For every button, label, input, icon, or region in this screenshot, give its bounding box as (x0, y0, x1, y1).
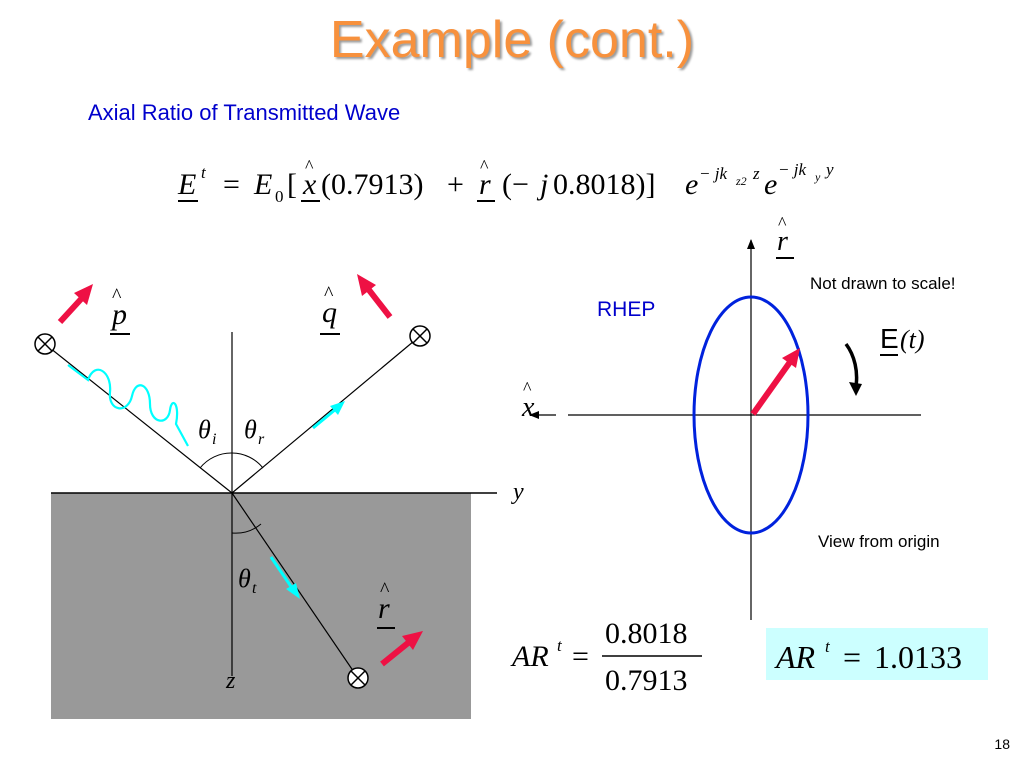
theta-t-sub: t (252, 580, 257, 597)
y-axis-label: y (511, 479, 524, 505)
ar-lhs: AR (510, 640, 549, 673)
into-page-symbol-transmitted-icon (347, 667, 369, 689)
eq-j: j (536, 168, 548, 201)
axial-ratio-result-box (766, 628, 988, 680)
ar-denominator: 0.7913 (605, 664, 688, 697)
eq-xhat: x (302, 168, 317, 201)
eq-exp1-base: e (685, 168, 698, 201)
ar-result-value: 1.0133 (874, 639, 962, 675)
r-label: r (378, 592, 390, 625)
ar-numerator: 0.8018 (605, 617, 688, 650)
eq-r-coef-open: (− (502, 168, 529, 201)
eq-xhat-hat: ^ (305, 156, 314, 176)
view-from-origin-note: View from origin (818, 532, 940, 551)
not-to-scale-note: Not drawn to scale! (810, 274, 956, 293)
x-axis-label: x (521, 392, 535, 423)
eq-exp2-sub: y (814, 170, 821, 184)
q-label: q (322, 296, 337, 329)
field-vector-arrow-icon (750, 348, 800, 416)
x-axis-hat: ^ (523, 378, 532, 398)
eq-exp1-z: z (752, 164, 760, 183)
p-label: p (110, 298, 127, 331)
z-axis-label: z (225, 668, 236, 694)
ar-result-equals: = (843, 639, 861, 675)
polarization-ellipse (692, 295, 810, 535)
eq-plus: + (447, 168, 464, 201)
into-page-symbol-incident-icon (34, 333, 56, 355)
eq-exp1-sub: z2 (735, 174, 747, 188)
transmitted-direction-icon (269, 556, 300, 599)
rotation-direction-arrow-icon (844, 342, 862, 396)
field-label: E (880, 323, 899, 354)
page-title: Example (cont.) (329, 11, 695, 69)
eq-lhs: E (177, 168, 196, 201)
eq-bracket-open: [ (287, 168, 297, 201)
eq-x-coef: (0.7913) (321, 168, 423, 201)
ar-result-sup: t (825, 637, 831, 656)
theta-i-sub: i (212, 431, 216, 448)
theta-t-arc (231, 523, 262, 534)
into-page-symbol-reflected-icon (409, 325, 431, 347)
theta-t-label: θ (238, 564, 251, 593)
p-polarization-arrow-icon (57, 284, 93, 325)
rhep-label: RHEP (597, 298, 655, 321)
theta-r-label: θ (244, 415, 257, 444)
reflected-direction-icon (312, 401, 345, 430)
r-axis-label: r (777, 226, 788, 257)
r-axis-hat: ^ (778, 213, 787, 233)
eq-exp1: − jk (699, 164, 727, 183)
q-polarization-arrow-icon (357, 274, 393, 319)
incident-ray (44, 343, 233, 494)
eq-e0-sub: 0 (275, 187, 284, 206)
eq-r-coef-close: 0.8018)] (553, 168, 655, 201)
p-hat: ^ (112, 285, 122, 307)
reflection-transmission-diagram: p ^ q ^ θ i θ r θ t y z r ^ (34, 274, 524, 719)
theta-r-sub: r (258, 431, 265, 448)
ar-equals: = (572, 640, 589, 673)
slide-number: 18 (994, 736, 1010, 752)
axial-ratio-result: AR t = 1.0133 (774, 637, 962, 675)
eq-rhat-hat: ^ (480, 156, 489, 176)
reflected-ray (231, 335, 421, 494)
eq-exp2: − jk (778, 160, 806, 179)
r-polarization-arrow-icon (380, 631, 423, 667)
ar-result-lhs: AR (774, 639, 816, 675)
r-hat: ^ (380, 579, 390, 601)
eq-e0: E (253, 168, 272, 201)
axial-ratio-equation: AR t = 0.8018 0.7913 (510, 617, 702, 697)
transmitted-field-equation: E t = E 0 [ x ^ (0.7913) + r ^ (− j 0.80… (177, 156, 834, 206)
dielectric-medium (51, 493, 471, 719)
theta-i-label: θ (198, 415, 211, 444)
eq-equals: = (223, 168, 240, 201)
subtitle: Axial Ratio of Transmitted Wave (88, 100, 401, 125)
incident-wave-icon (67, 364, 189, 447)
eq-lhs-sup: t (201, 163, 207, 182)
eq-rhat: r (479, 168, 491, 201)
theta-r-arc (231, 452, 264, 469)
q-hat: ^ (324, 283, 334, 305)
theta-i-arc (199, 452, 233, 469)
eq-exp2-base: e (764, 168, 777, 201)
ar-lhs-sup: t (557, 636, 563, 655)
polarization-ellipse-diagram: RHEP Not drawn to scale! View from origi… (521, 213, 956, 620)
field-arg: (t) (900, 325, 925, 354)
eq-exp2-y: y (824, 160, 834, 179)
